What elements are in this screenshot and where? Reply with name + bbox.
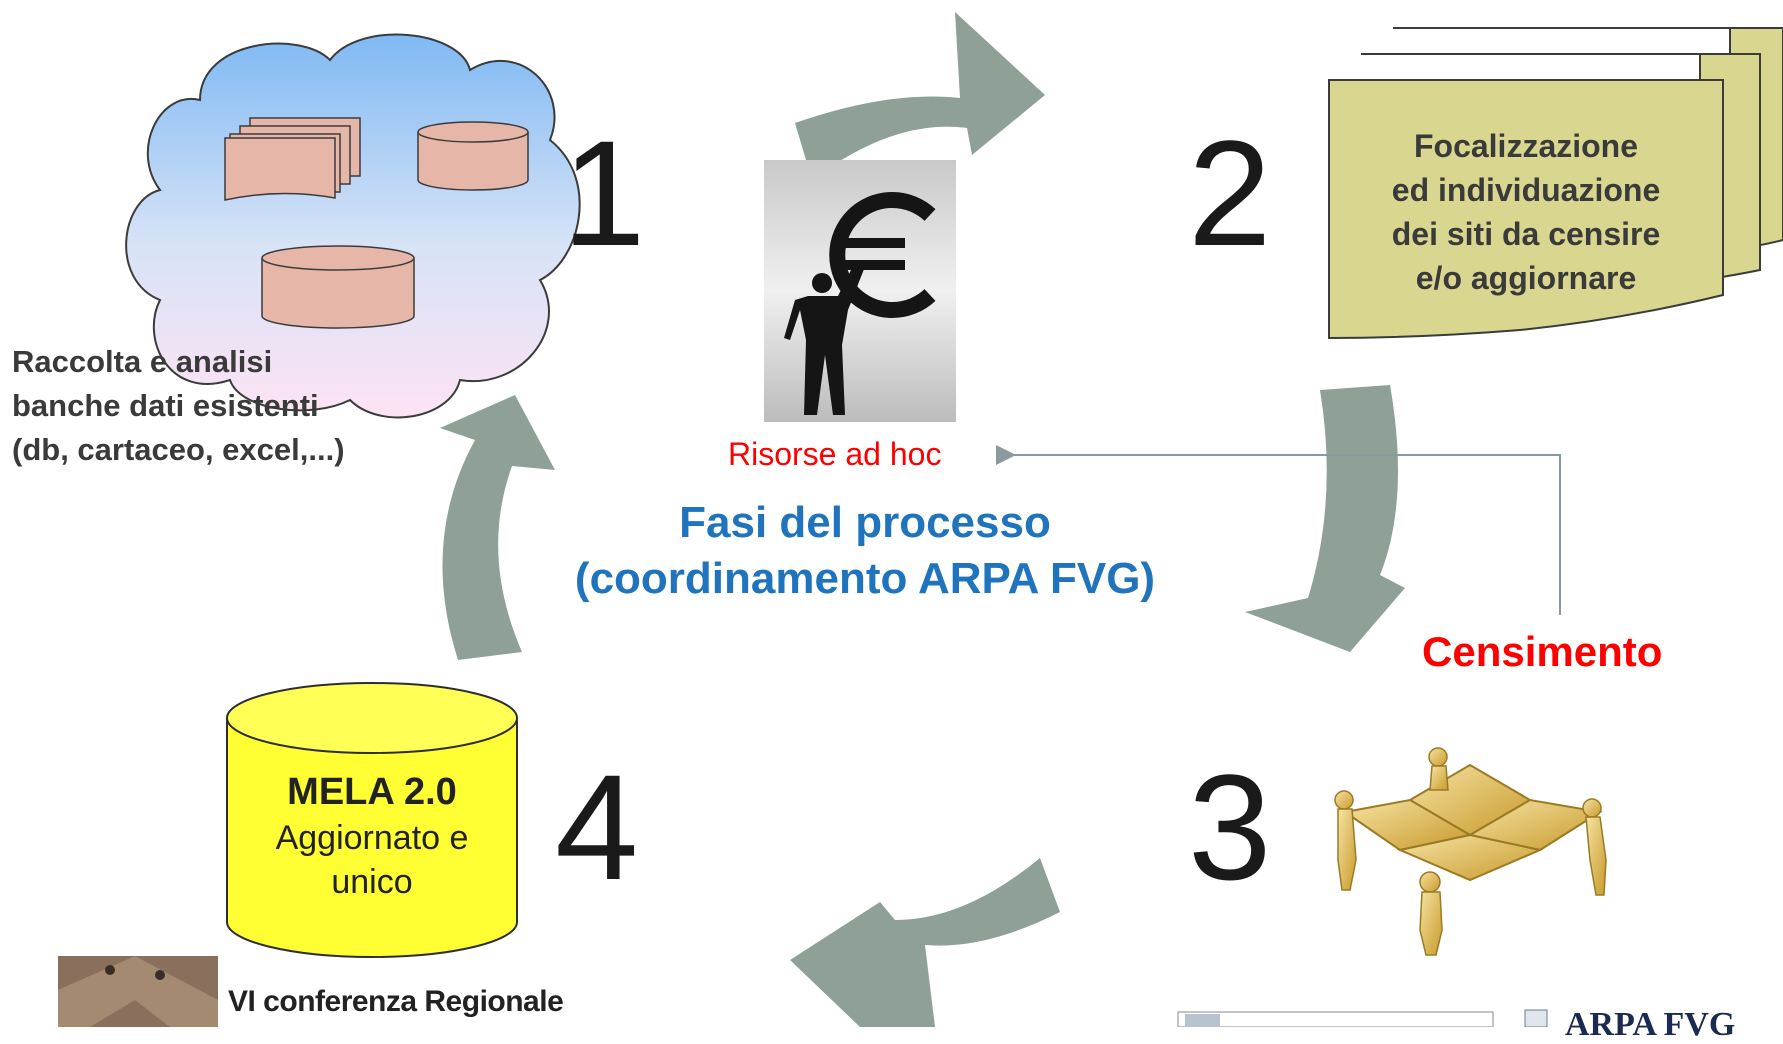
- people-puzzle-icon: [1334, 747, 1607, 956]
- phase-4-label: MELA 2.0 Aggiornato e unico: [227, 768, 517, 904]
- phase-2-label-line: Focalizzazione: [1413, 128, 1639, 164]
- diagram-title-line: (coordinamento ARPA FVG): [574, 554, 1156, 603]
- phase-2-label-line: dei siti da censire: [1391, 216, 1661, 252]
- arpa-logo-image: [1177, 1009, 1548, 1027]
- phase-1-label: Raccolta e analisi banche dati esistenti…: [12, 340, 345, 472]
- diagram-title-line: Fasi del processo: [679, 498, 1051, 547]
- phase-3-number: 3: [1188, 743, 1272, 911]
- diagram-title: Fasi del processo (coordinamento ARPA FV…: [520, 495, 1210, 607]
- database-caption-line: unico: [331, 863, 413, 901]
- phase-1-number: 1: [562, 109, 646, 277]
- census-label: Censimento: [1422, 628, 1663, 675]
- phase-1-label-line: Raccolta e analisi: [12, 344, 273, 379]
- arpa-logo-text: ARPA FVG: [1565, 1006, 1736, 1043]
- conference-logo-image: [58, 956, 218, 1027]
- database-caption-line: Aggiornato e: [275, 819, 469, 857]
- cycle-arrow-left: [440, 395, 555, 660]
- document-stack-icon: [1328, 27, 1783, 340]
- cycle-arrow-bottom: [790, 858, 1060, 1027]
- phase-2-label-line: e/o aggiornare: [1415, 260, 1637, 296]
- phase-1-label-line: (db, cartaceo, excel,...): [12, 432, 345, 467]
- person-holding-euro-icon: [764, 160, 956, 422]
- database-name: MELA 2.0: [287, 771, 457, 813]
- cycle-arrow-top: [795, 12, 1045, 180]
- phase-2-label: Focalizzazione ed individuazione dei sit…: [1329, 124, 1723, 300]
- resource-connector: [996, 445, 1561, 615]
- phase-4-number: 4: [555, 743, 639, 911]
- phase-1-label-line: banche dati esistenti: [12, 388, 319, 423]
- conference-title: VI conferenza Regionale: [228, 985, 564, 1018]
- database-cylinder-icon: [226, 682, 518, 958]
- phase-2-label-line: ed individuazione: [1391, 172, 1661, 208]
- resources-label: Risorse ad hoc: [728, 436, 942, 472]
- cycle-arrow-right: [1245, 385, 1405, 652]
- cloud-database-icon: [125, 33, 581, 419]
- phase-2-number: 2: [1188, 109, 1272, 277]
